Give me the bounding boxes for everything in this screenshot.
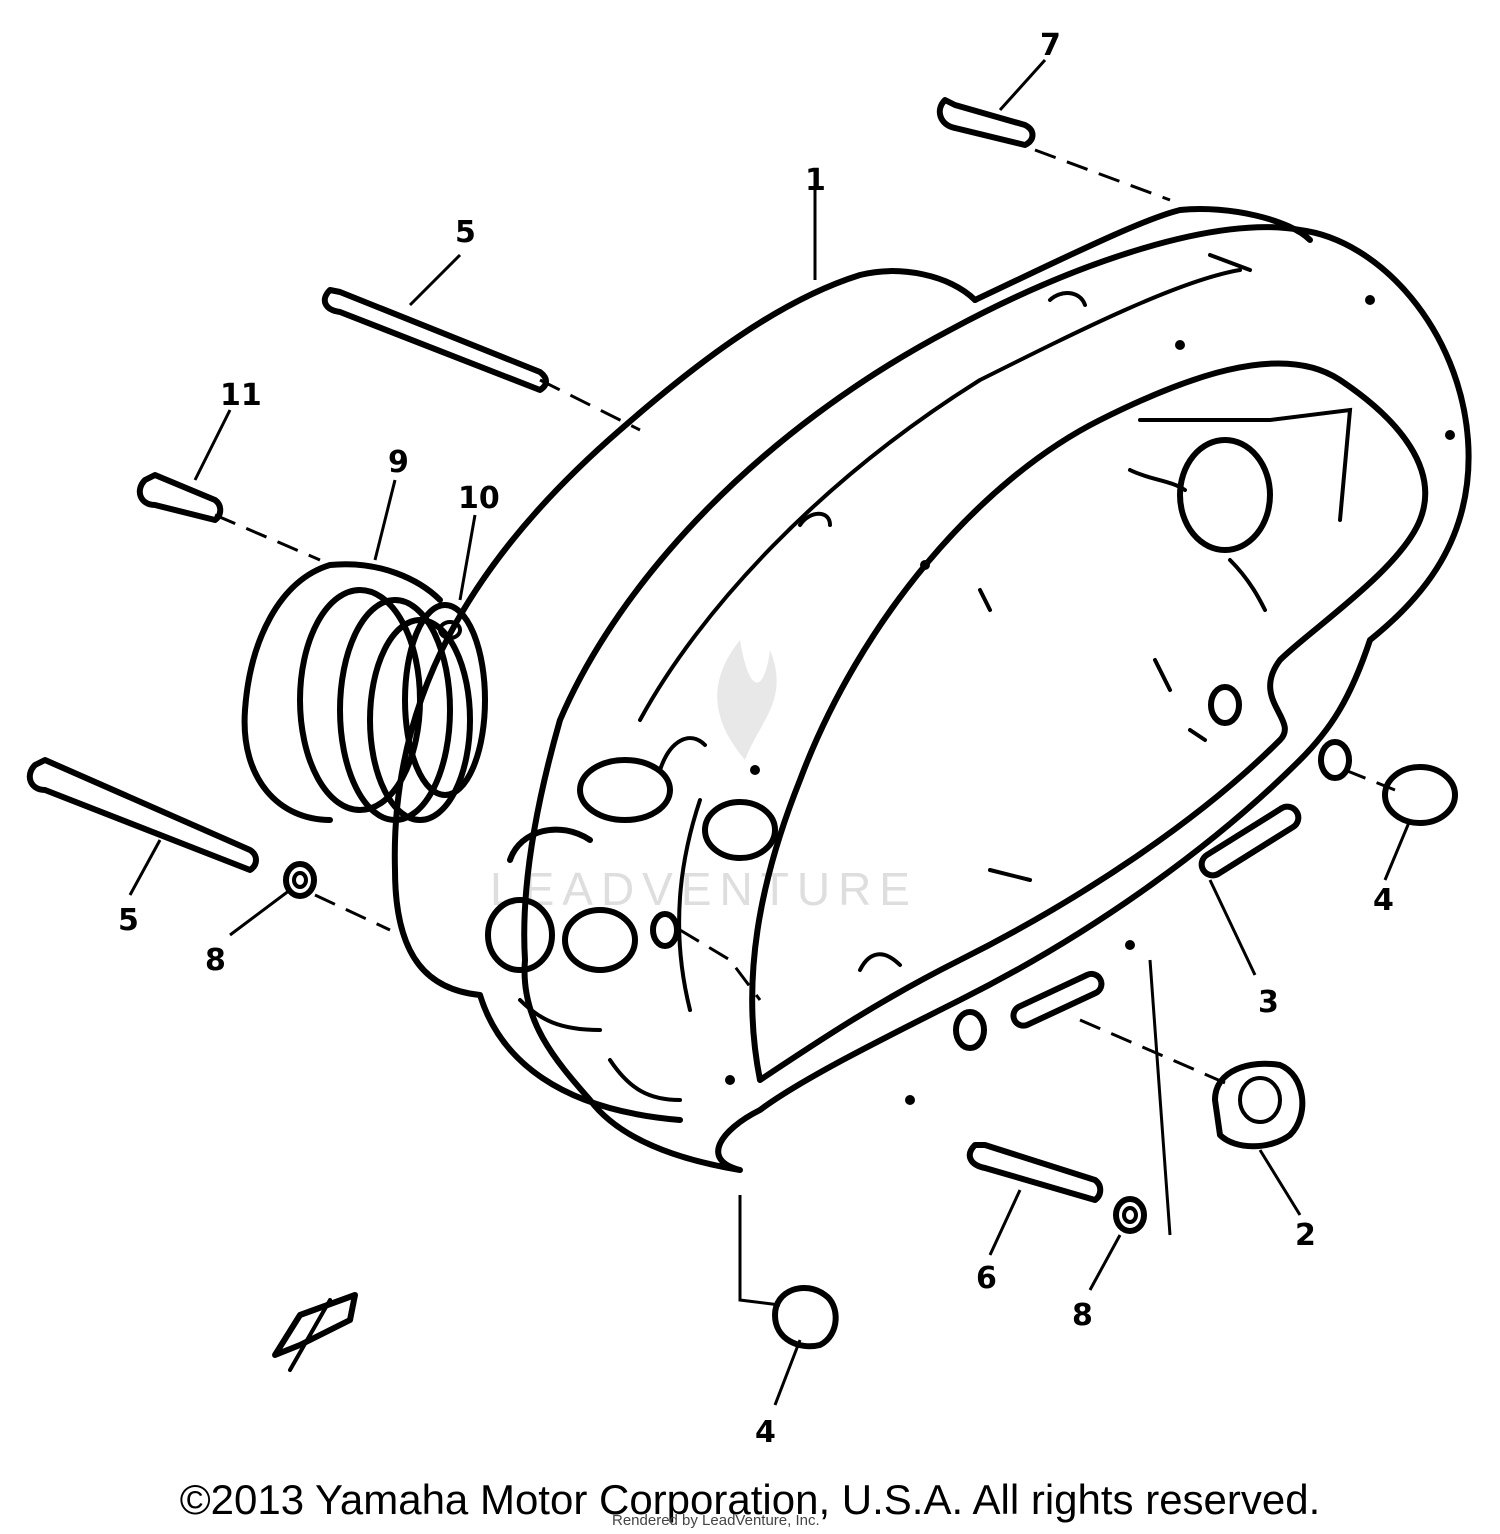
callout-1: 1 — [805, 163, 826, 198]
watermark-text: LEADVENTURE — [490, 863, 918, 915]
cap-4-right — [1382, 764, 1458, 826]
callout-8-left: 8 — [205, 943, 226, 978]
callout-4-right: 4 — [1373, 883, 1394, 918]
callout-9: 9 — [388, 445, 409, 480]
front-arrow-icon — [272, 1292, 358, 1372]
callout-5-upper: 5 — [455, 215, 476, 250]
crankcase-cover — [391, 206, 1472, 1173]
watermark: LEADVENTURE — [490, 640, 918, 915]
leader-lines — [128, 58, 1412, 1406]
bolt-7 — [936, 97, 1036, 148]
callout-6: 6 — [976, 1261, 997, 1296]
callout-4-bottom: 4 — [755, 1415, 776, 1450]
plug-2 — [1212, 1060, 1306, 1150]
callout-7: 7 — [1040, 28, 1061, 63]
callout-11: 11 — [220, 378, 262, 413]
seal-assembly — [241, 561, 488, 823]
bolt-5-lower — [26, 757, 259, 873]
bolt-6 — [966, 1142, 1104, 1203]
cap-4-bottom — [772, 1284, 839, 1350]
callout-2: 2 — [1295, 1218, 1316, 1253]
bolt-11 — [136, 472, 224, 523]
render-credit: Rendered by LeadVenture, Inc. — [612, 1512, 820, 1529]
callout-10: 10 — [458, 481, 500, 516]
copyright-notice: ©2013 Yamaha Motor Corporation, U.S.A. A… — [179, 1476, 1321, 1523]
callouts: 1 2 3 4 4 5 5 6 7 8 8 9 10 11 — [118, 28, 1394, 1450]
callout-3: 3 — [1258, 985, 1279, 1020]
callout-5-lower: 5 — [118, 903, 139, 938]
washer-8-left — [283, 861, 317, 899]
bolt-5-upper — [321, 287, 549, 393]
callout-8-right: 8 — [1072, 1298, 1093, 1333]
washer-8-right — [1113, 1196, 1147, 1234]
watermark-logo-icon — [717, 640, 777, 760]
